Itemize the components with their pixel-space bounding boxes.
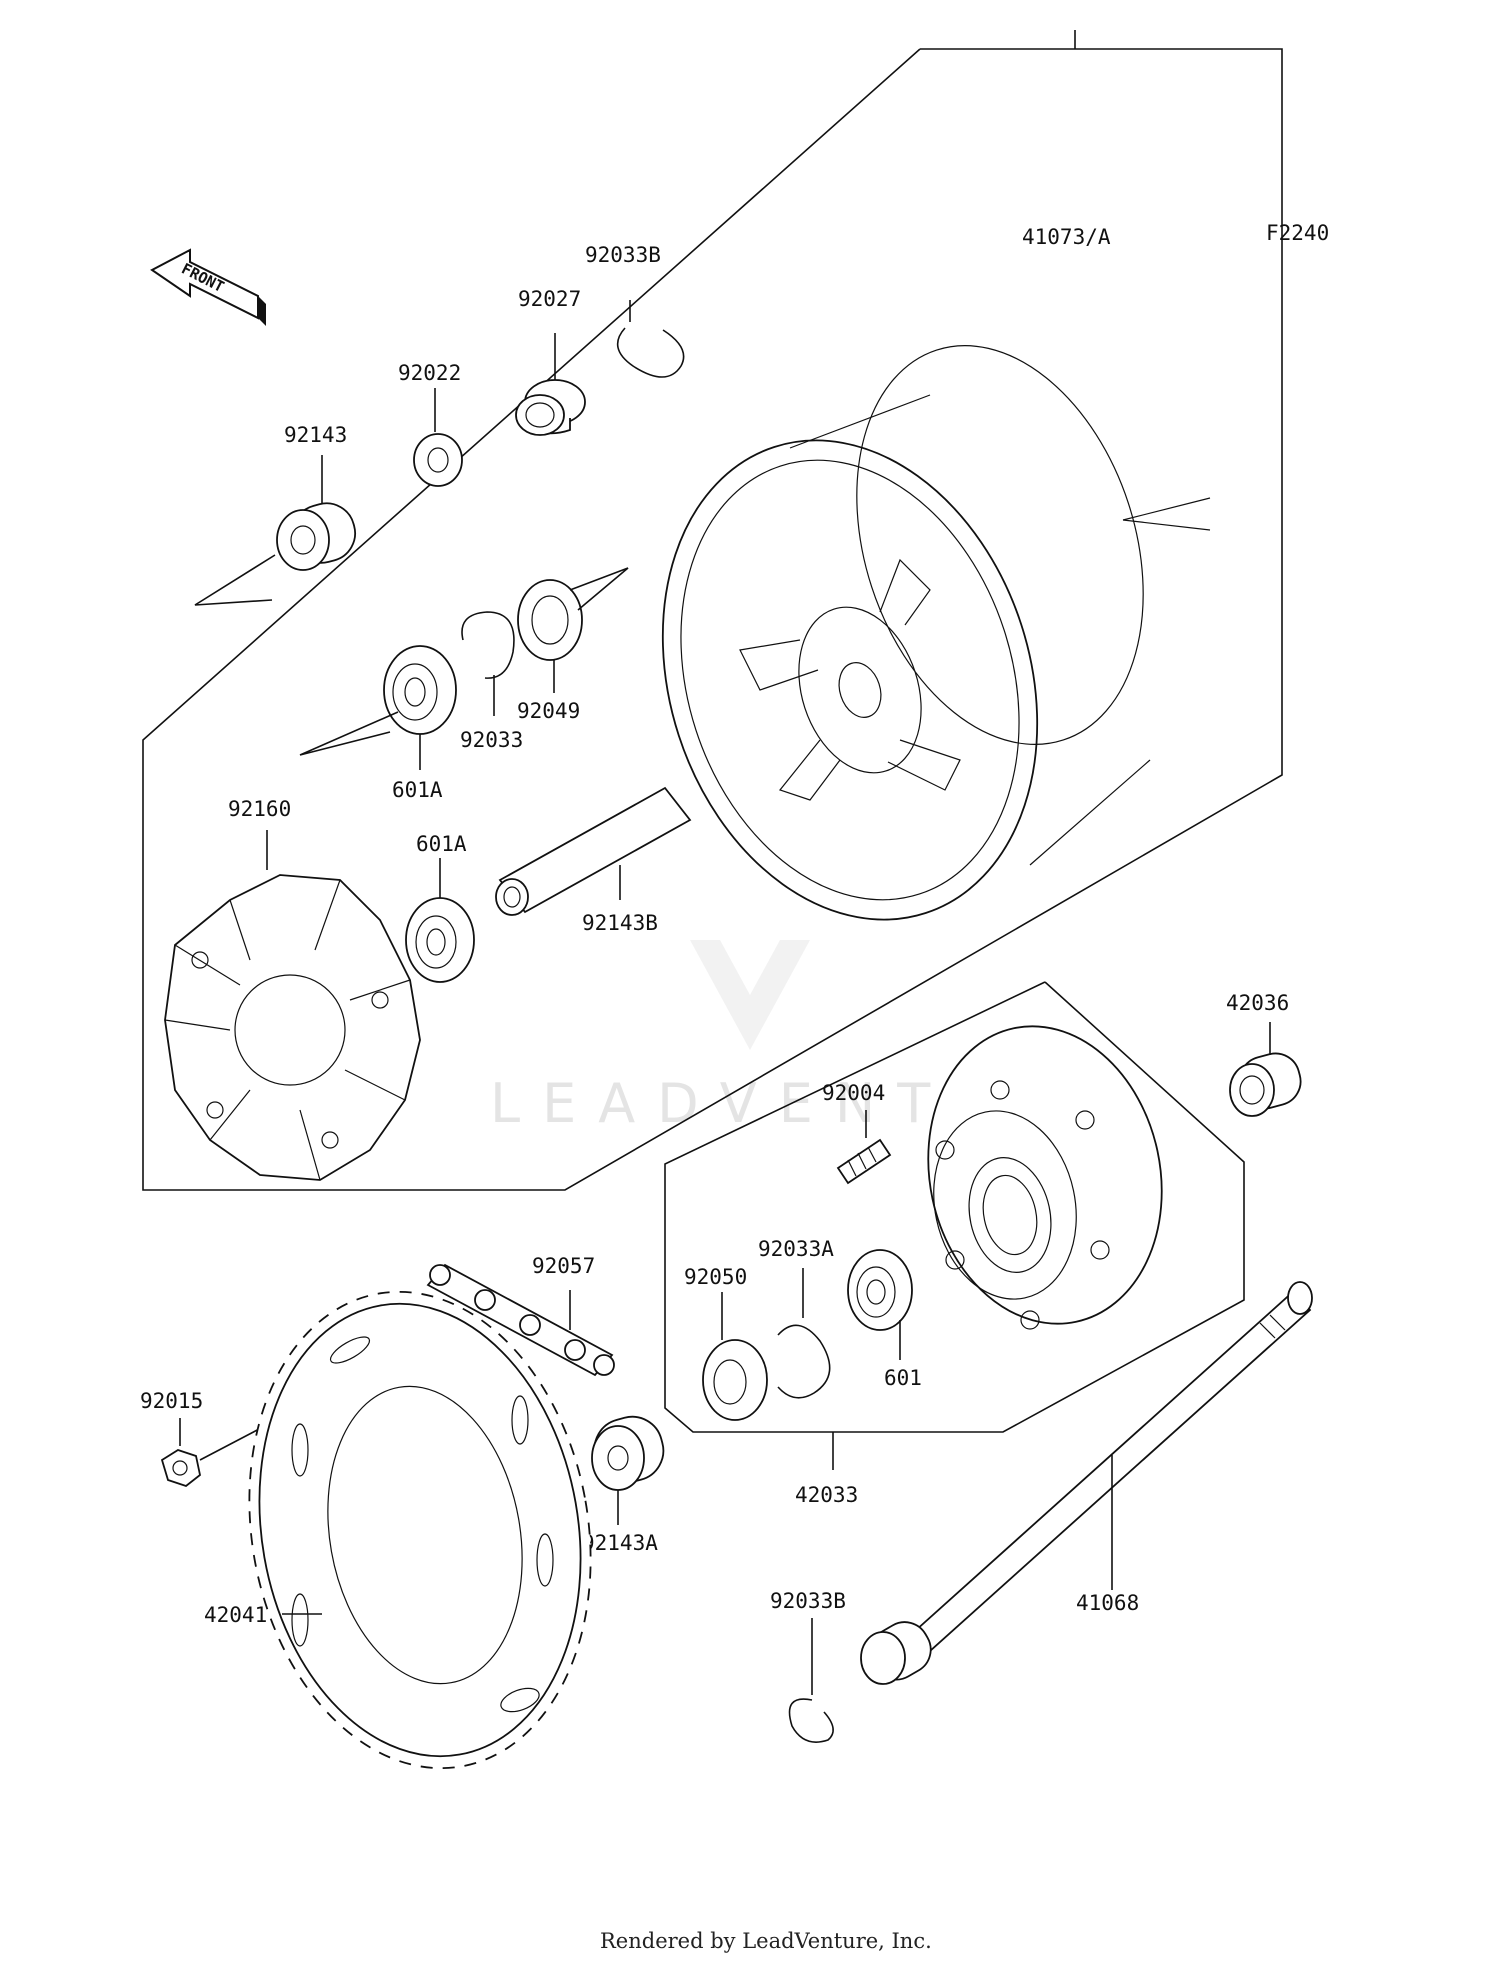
label-92057: 92057 — [532, 1254, 595, 1278]
label-92022: 92022 — [398, 361, 461, 385]
bearing-601a-2 — [405, 858, 475, 983]
label-92143b: 92143B — [582, 911, 658, 935]
collar-92143a — [591, 1415, 665, 1525]
collar-42036 — [1229, 1022, 1302, 1117]
spacer-92143b — [495, 786, 692, 916]
label-92015: 92015 — [140, 1389, 203, 1413]
label-92143a: 92143A — [582, 1531, 658, 1555]
label-92050: 92050 — [684, 1265, 747, 1289]
seal-92050 — [702, 1292, 768, 1421]
washer-92022 — [413, 388, 463, 487]
label-92033b-bottom: 92033B — [770, 1589, 846, 1613]
label-42036: 42036 — [1226, 991, 1289, 1015]
chain-link-92057 — [426, 1263, 615, 1377]
circlip-92033 — [461, 611, 515, 716]
hub-assembly-outline — [664, 981, 1245, 1433]
label-92143: 92143 — [284, 423, 347, 447]
front-arrow-icon: FRONT — [150, 248, 266, 326]
wheel-rim — [661, 345, 1211, 921]
label-41068: 41068 — [1076, 1591, 1139, 1615]
collar-92143 — [194, 455, 356, 606]
circlip-92033b-bottom — [788, 1618, 834, 1743]
label-92160: 92160 — [228, 797, 291, 821]
circlip-92033a — [777, 1268, 831, 1399]
circlip-92033b-top — [616, 300, 685, 378]
axle-41068 — [860, 1281, 1313, 1685]
label-42041: 42041 — [204, 1603, 267, 1627]
wheel-assembly-outline — [142, 48, 1283, 1191]
label-92033: 92033 — [460, 728, 523, 752]
label-92049: 92049 — [517, 699, 580, 723]
footer-credit: Rendered by LeadVenture, Inc. — [600, 1929, 932, 1953]
collar-92027 — [515, 333, 586, 436]
label-41073a: 41073/A — [1022, 225, 1111, 249]
stud-92004 — [836, 1110, 892, 1185]
hub-42033 — [927, 1025, 1163, 1330]
seal-92049 — [517, 567, 629, 693]
label-42033: 42033 — [795, 1483, 858, 1507]
label-601: 601 — [884, 1366, 922, 1390]
bearing-601 — [847, 1249, 913, 1360]
label-92027: 92027 — [518, 287, 581, 311]
bearing-601a-1 — [299, 645, 457, 770]
figure-code: F2240 — [1266, 221, 1329, 245]
label-601a-2: 601A — [416, 832, 467, 856]
label-92033a: 92033A — [758, 1237, 834, 1261]
label-92004: 92004 — [822, 1081, 885, 1105]
label-601a-1: 601A — [392, 778, 443, 802]
sprocket-42041 — [248, 1290, 592, 1770]
label-92033b-top: 92033B — [585, 243, 661, 267]
damper-92160 — [164, 830, 421, 1181]
